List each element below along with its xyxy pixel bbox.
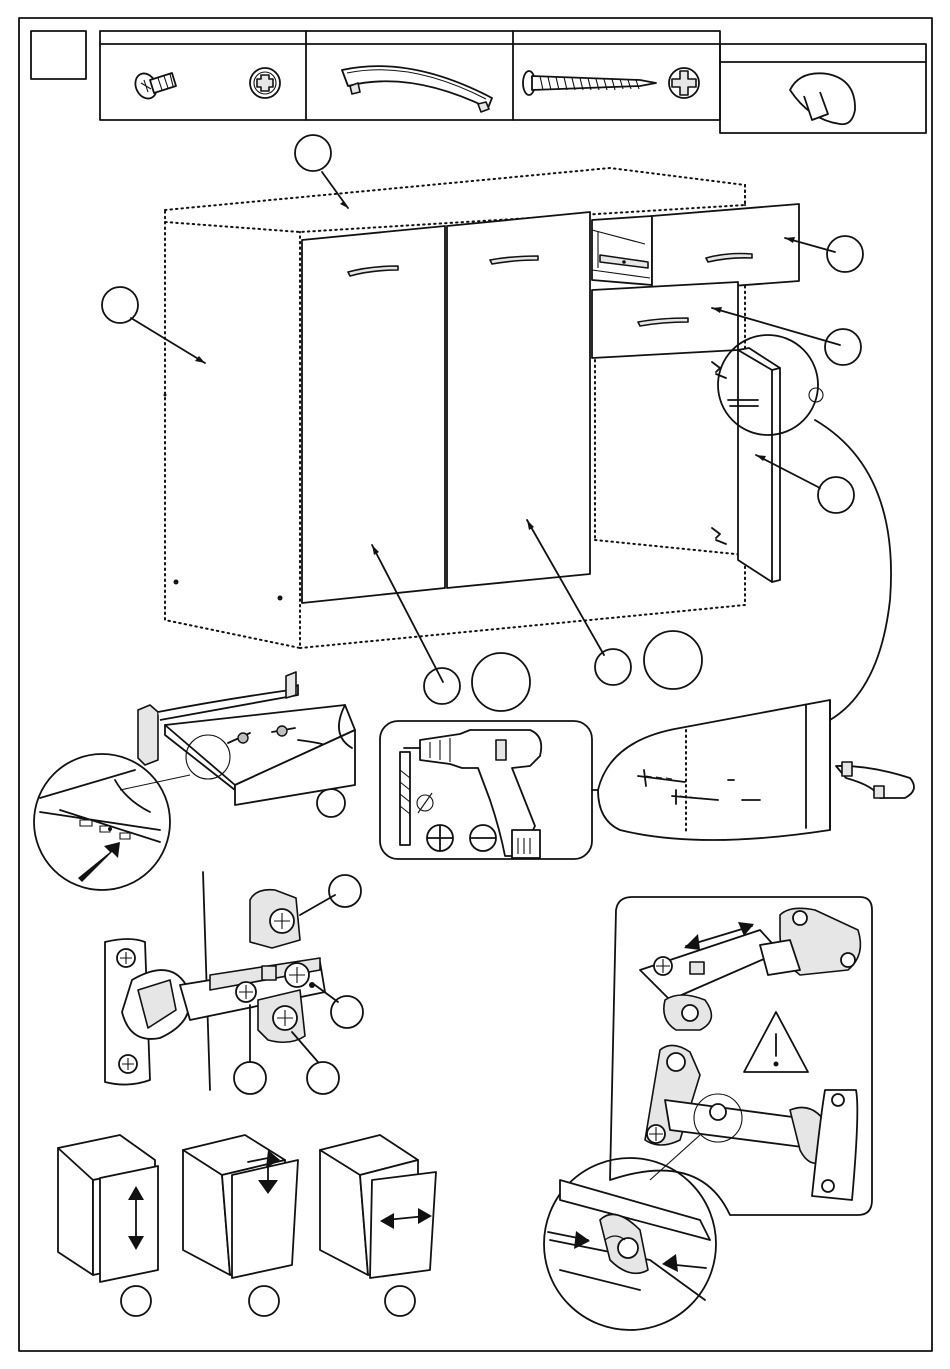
callout-drawer-detail: [317, 789, 345, 817]
middle-door: [447, 212, 590, 588]
callout-upper-drawer: [827, 236, 863, 272]
warning-triangle-icon: [744, 1012, 808, 1072]
diameter-icon: [417, 793, 433, 813]
door-adjust-depth: [183, 1135, 298, 1278]
tools-panel: [380, 721, 592, 859]
callout-left-door-a: [424, 668, 460, 704]
parts-table: [100, 31, 926, 133]
door-adjust-height: [58, 1135, 158, 1282]
drawer-screw-detail: [34, 672, 355, 890]
callout-lower-drawer: [825, 329, 861, 365]
right-door: [712, 335, 823, 582]
callout-middle-door-b: [644, 631, 702, 689]
callout-hinge-bottom-right: [307, 1062, 339, 1094]
callout-adjust-depth: [249, 1286, 279, 1316]
cap-plug-icon: [790, 73, 855, 124]
lower-drawer: [592, 282, 738, 358]
long-wood-screw-icon: [523, 68, 699, 98]
flat-screwdriver-icon: [470, 825, 496, 851]
detail-leader-curve: [815, 420, 891, 720]
callout-cabinet-side: [102, 287, 138, 323]
phillips-screwdriver-icon: [427, 825, 453, 851]
callout-adjust-height: [121, 1286, 151, 1316]
callout-middle-door-a: [595, 649, 631, 685]
callout-adjust-side: [385, 1286, 415, 1316]
hinge-zoom-detail: [544, 1158, 716, 1330]
drill-bit-icon: [400, 752, 410, 845]
door-adjust-side: [320, 1135, 436, 1278]
hinge-adjustment-panel: [610, 897, 872, 1215]
screw-and-phillips-head-icon: [131, 68, 280, 102]
handle-mounting-detail: [592, 700, 914, 840]
callout-hinge-bottom-left: [234, 1062, 266, 1094]
hinge-assembly-detail: [105, 872, 338, 1090]
callout-hinge-top-screw: [329, 875, 361, 907]
cabinet-drawing: [131, 168, 891, 720]
callout-left-door-b: [472, 653, 530, 711]
callout-cabinet-top: [295, 135, 331, 171]
curved-handle-icon: [342, 66, 492, 112]
callout-right-door: [818, 477, 854, 513]
step-number-box: [31, 31, 86, 79]
upper-drawer: [592, 204, 799, 292]
